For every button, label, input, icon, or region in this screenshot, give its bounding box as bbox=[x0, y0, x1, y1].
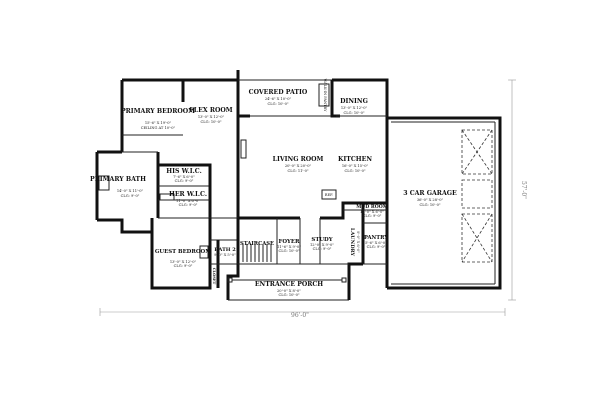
room-ceiling-garage: CLG: 10'-0" bbox=[419, 203, 440, 207]
room-name-primary-bedroom: PRIMARY BEDROOM bbox=[121, 108, 195, 115]
room-name-covered-patio: COVERED PATIO bbox=[249, 89, 308, 96]
room-name-dining: DINING bbox=[340, 98, 368, 105]
room-name-mud-room: MUD ROOM bbox=[356, 204, 388, 210]
porch bbox=[227, 277, 347, 283]
room-name-kitchen: KITCHEN bbox=[338, 156, 372, 163]
room-size-garage: 36'-0" X 28'-0" bbox=[417, 198, 444, 202]
room-size-foyer: 11'-6" X 9'-0" bbox=[277, 245, 301, 249]
room-size-primary-bath: 14'-0" X 11'-0" bbox=[117, 189, 144, 193]
room-name-his-wic: HIS W.I.C. bbox=[166, 168, 202, 175]
room-size-dining: 13'-0" X 12'-0" bbox=[341, 106, 368, 110]
room-name-laundry: LAUNDRY bbox=[349, 228, 355, 257]
room-ceiling-covered-patio: CLG: 10'-0" bbox=[267, 102, 288, 106]
room-name-primary-bath: PRIMARY BATH bbox=[90, 176, 146, 183]
room-ceiling-pantry: CLG: 9'-0" bbox=[367, 245, 386, 249]
room-size-covered-patio: 24'-6" X 10'-0" bbox=[265, 97, 292, 101]
room-ceiling-her-wic: CLG: 9'-0" bbox=[179, 203, 198, 207]
room-labels: PRIMARY BEDROOM 15'-6" X 19'-0" CEILING … bbox=[90, 78, 457, 297]
room-size-laundry: 9'-0" X 6'-0" bbox=[356, 231, 360, 253]
room-size-entrance-porch: 20'-0" X 8'-0" bbox=[277, 289, 301, 293]
room-size-pantry: 5'-6" X 6'-0" bbox=[365, 241, 387, 245]
room-ceiling-primary-bedroom: CEILING AT 10'-0" bbox=[141, 126, 176, 130]
room-size-bath2: 9'-0" X 5'-0" bbox=[214, 253, 236, 257]
walk-in-pantry-label: WALK-IN PANTRY bbox=[323, 78, 327, 112]
width-dimension: 96'-0" bbox=[291, 312, 309, 319]
room-name-pantry: PANTRY bbox=[364, 235, 388, 241]
room-name-her-wic: HER W.I.C. bbox=[169, 191, 207, 198]
room-size-her-wic: 11'-0" X 6'-0" bbox=[176, 199, 200, 203]
room-name-living-room: LIVING ROOM bbox=[273, 156, 324, 163]
room-size-flex-room: 13'-0" X 12'-0" bbox=[198, 115, 225, 119]
room-name-bath2: BATH 2 bbox=[214, 247, 236, 253]
staircase-steps bbox=[242, 244, 272, 262]
room-ceiling-entrance-porch: CLG: 10'-0" bbox=[278, 293, 299, 297]
room-ceiling-living-room: CLG: 11'-0" bbox=[287, 169, 308, 173]
room-name-staircase: STAIRCASE bbox=[240, 241, 274, 247]
room-ceiling-flex-room: CLG: 10'-0" bbox=[200, 120, 221, 124]
room-ceiling-study: CLG: 9'-0" bbox=[313, 247, 332, 251]
room-ceiling-guest-bedroom: CLG: 9'-0" bbox=[174, 264, 193, 268]
room-ceiling-foyer: CLG: 10'-0" bbox=[278, 249, 299, 253]
fixtures bbox=[98, 83, 337, 259]
walls bbox=[95, 70, 502, 301]
room-size-living-room: 20'-0" X 20'-0" bbox=[285, 164, 312, 168]
room-name-entrance-porch: ENTRANCE PORCH bbox=[255, 281, 323, 288]
room-size-his-wic: 7'-6" X 6'-0" bbox=[173, 175, 195, 179]
room-name-closet: CLOSET bbox=[212, 268, 216, 285]
room-size-kitchen: 16'-0" X 15'-0" bbox=[342, 164, 369, 168]
room-name-flex-room: FLEX ROOM bbox=[189, 107, 232, 114]
room-ceiling-mud-room: CLG: 9'-0" bbox=[363, 214, 382, 218]
room-ceiling-kitchen: CLG: 10'-0" bbox=[344, 169, 365, 173]
garage-doors bbox=[461, 129, 493, 263]
refrigerator-label: REF. bbox=[325, 193, 333, 197]
room-name-guest-bedroom: GUEST BEDROOM bbox=[155, 249, 211, 255]
depth-dimension: 57'-0" bbox=[520, 181, 527, 199]
room-name-study: STUDY bbox=[311, 237, 332, 243]
dimension-lines bbox=[99, 79, 516, 316]
room-ceiling-dining: CLG: 10'-0" bbox=[343, 111, 364, 115]
room-size-study: 12'-0" X 9'-0" bbox=[310, 243, 334, 247]
room-ceiling-his-wic: CLG: 9'-0" bbox=[175, 179, 194, 183]
room-name-garage: 3 CAR GARAGE bbox=[403, 190, 457, 197]
room-name-foyer: FOYER bbox=[279, 239, 300, 245]
room-size-guest-bedroom: 13'-0" X 12'-0" bbox=[170, 260, 197, 264]
room-size-mud-room: 11'-0" X 6'-0" bbox=[360, 210, 384, 214]
room-size-primary-bedroom: 15'-6" X 19'-0" bbox=[145, 121, 172, 125]
room-ceiling-primary-bath: CLG: 9'-0" bbox=[121, 194, 140, 198]
